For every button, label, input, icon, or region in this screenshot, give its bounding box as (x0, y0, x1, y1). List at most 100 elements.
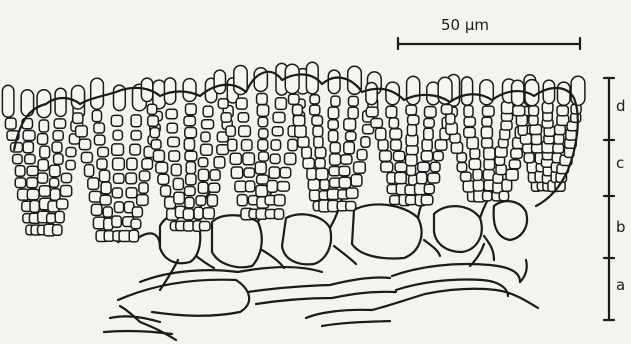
filament-cell (378, 140, 388, 151)
filament-cell (198, 169, 208, 181)
filament-cell (312, 116, 323, 126)
filament-cell (151, 140, 161, 149)
filament-cell (424, 184, 434, 193)
filament-cell (88, 178, 99, 190)
filament-cell (126, 173, 137, 184)
filament-cell (217, 145, 229, 155)
terminal-cell (558, 82, 571, 105)
filament-cell (511, 149, 522, 159)
terminal-cell (214, 70, 225, 94)
filament-cell (94, 135, 105, 145)
filament-cell (278, 182, 290, 192)
filament-cell (310, 190, 320, 201)
filament-cell (406, 145, 418, 154)
filament-cell (280, 168, 291, 178)
filament-cell (467, 137, 478, 149)
filament-cell (381, 162, 393, 172)
filament-cell (186, 174, 196, 185)
filament-cell (23, 131, 35, 141)
filament-cell (238, 113, 248, 122)
filament-cell (50, 178, 59, 187)
filament-cell (184, 116, 195, 126)
filament-cell (371, 119, 383, 128)
filament-cell (328, 107, 339, 119)
filament-cell (310, 95, 319, 104)
filament-cell (27, 166, 38, 175)
filament-cell (185, 187, 196, 196)
filament-cell (473, 180, 483, 191)
filament-cell (79, 139, 90, 150)
filament-cell (424, 119, 434, 128)
filament-cell (457, 163, 467, 172)
filament-cell (23, 142, 33, 153)
filament-cell (418, 162, 430, 172)
filament-cell (255, 162, 266, 174)
filament-cell (407, 124, 416, 136)
filament-cell (76, 126, 88, 137)
filament-cell (236, 98, 247, 109)
filament-cell (421, 151, 432, 161)
filament-cell (270, 154, 280, 163)
filament-cell (132, 207, 142, 217)
filament-cell (11, 143, 23, 152)
filament-cell (553, 144, 564, 153)
filament-cell (256, 185, 268, 196)
filament-cell (208, 195, 218, 207)
layer-label-a: a (616, 276, 625, 294)
filament-cell (61, 173, 71, 182)
terminal-cell (512, 80, 524, 106)
layer-label-c: c (616, 154, 624, 172)
filament-cell (129, 230, 138, 242)
terminal-cell (183, 79, 196, 102)
filament-cell (244, 168, 255, 177)
filament-cell (303, 158, 314, 168)
terminal-cell (91, 78, 104, 109)
filament-cell (315, 147, 326, 158)
filament-cell (231, 167, 242, 178)
filament-cell (196, 196, 206, 206)
filament-cell (289, 94, 300, 104)
filament-cell (39, 120, 48, 132)
filament-cell (275, 98, 286, 110)
filament-cell (285, 153, 296, 164)
filament-cell (330, 154, 341, 165)
filament-cell (73, 113, 83, 123)
filament-cell (348, 107, 358, 118)
filament-cell (168, 137, 180, 146)
filament-cell (506, 169, 518, 180)
filament-cell (344, 119, 356, 131)
scale-bar: 50 µm (398, 16, 580, 49)
filament-cell (100, 195, 111, 205)
filament-cell (239, 126, 251, 137)
filament-cell (246, 181, 255, 192)
filament-cell (15, 178, 26, 188)
filament-cell (114, 174, 125, 184)
filament-cell (186, 104, 197, 115)
filament-cell (484, 159, 495, 170)
filament-cell (148, 116, 159, 127)
filament-cell (112, 216, 121, 227)
filament-cell (66, 148, 76, 157)
filament-cell (39, 186, 50, 197)
filament-cell (57, 199, 68, 209)
filament-cell (461, 172, 472, 181)
filament-cell (331, 96, 340, 106)
filament-cell (390, 129, 402, 139)
terminal-cell (328, 70, 340, 94)
filament-cell (484, 148, 495, 160)
filament-cell (366, 107, 378, 117)
filament-cell (344, 142, 355, 154)
filament-cell (499, 191, 508, 201)
filament-cell (221, 113, 231, 122)
filament-cell (99, 170, 109, 182)
filament-cell (94, 123, 105, 133)
filament-cell (54, 119, 65, 128)
layer-label-d: d (616, 97, 626, 115)
filament-cell (349, 96, 359, 106)
filament-cell (139, 183, 148, 193)
layer-label-b: b (616, 218, 626, 236)
filament-cell (389, 118, 398, 128)
filament-cell (85, 165, 94, 177)
filament-cell (274, 209, 283, 219)
filament-cell (473, 169, 482, 180)
